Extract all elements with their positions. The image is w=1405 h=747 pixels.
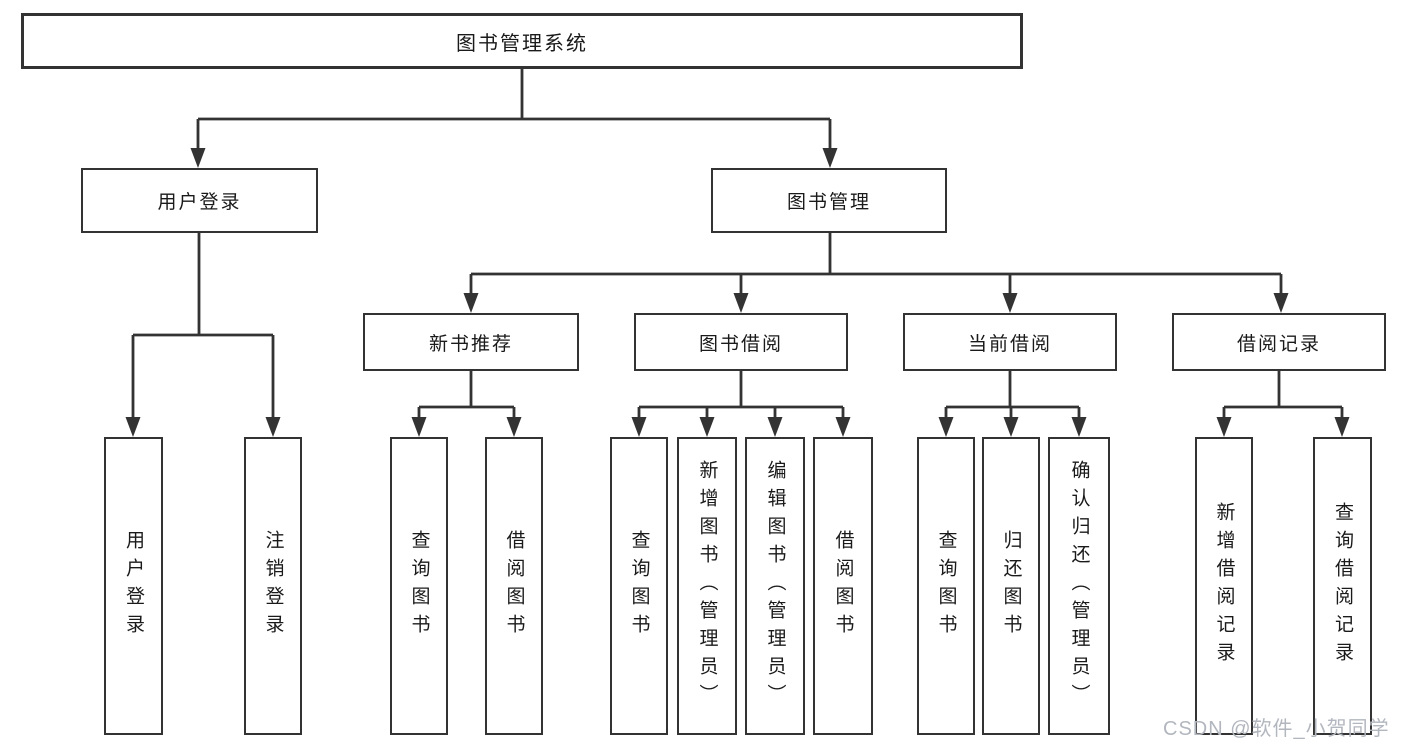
node-leaf-logout: 注销登录	[244, 437, 302, 735]
node-leaf-add-books-admin-label: 新增图书（管理员）	[696, 460, 718, 712]
node-new-book-recommend: 新书推荐	[363, 313, 579, 371]
node-leaf-query-books-current-label: 查询图书	[935, 530, 957, 642]
node-user-login: 用户登录	[81, 168, 318, 233]
node-book-borrowing-label: 图书借阅	[698, 333, 783, 355]
arrowhead-icon	[190, 148, 206, 168]
node-leaf-return-books: 归还图书	[982, 437, 1040, 735]
node-current-borrowing: 当前借阅	[903, 313, 1117, 371]
arrowhead-icon	[1002, 293, 1018, 313]
arrowhead-icon	[463, 293, 479, 313]
arrowhead-icon	[1003, 417, 1019, 437]
node-leaf-query-books-borrowing-label: 查询图书	[628, 530, 650, 642]
node-leaf-add-borrow-record: 新增借阅记录	[1195, 437, 1253, 735]
arrowhead-icon	[699, 417, 715, 437]
node-root-label: 图书管理系统	[456, 32, 588, 55]
node-leaf-edit-books-admin-label: 编辑图书（管理员）	[764, 460, 786, 712]
arrowhead-icon	[1273, 293, 1289, 313]
arrowhead-icon	[631, 417, 647, 437]
watermark: CSDN @软件_小贺同学	[1163, 718, 1390, 740]
arrowhead-icon	[411, 417, 427, 437]
node-borrowing-records-label: 借阅记录	[1236, 333, 1321, 355]
node-leaf-user-login-label: 用户登录	[123, 530, 144, 642]
node-leaf-query-borrow-record: 查询借阅记录	[1313, 437, 1372, 735]
node-leaf-query-books-newbook: 查询图书	[390, 437, 448, 735]
arrowhead-icon	[506, 417, 522, 437]
node-book-management: 图书管理	[711, 168, 947, 233]
node-book-management-label: 图书管理	[786, 192, 871, 213]
node-leaf-borrow-books-borrowing: 借阅图书	[813, 437, 873, 735]
node-leaf-logout-label: 注销登录	[262, 530, 284, 642]
connector-path	[131, 69, 1344, 421]
node-leaf-edit-books-admin: 编辑图书（管理员）	[745, 437, 805, 735]
node-leaf-add-borrow-record-label: 新增借阅记录	[1213, 502, 1235, 670]
arrowhead-icon	[125, 417, 141, 437]
node-leaf-user-login: 用户登录	[104, 437, 163, 735]
arrowhead-icon	[835, 417, 851, 437]
arrowhead-icon	[767, 417, 783, 437]
node-leaf-confirm-return-admin: 确认归还（管理员）	[1048, 437, 1110, 735]
node-leaf-borrow-books-borrowing-label: 借阅图书	[832, 530, 854, 642]
node-leaf-query-borrow-record-label: 查询借阅记录	[1332, 502, 1353, 670]
arrowhead-icon	[733, 293, 749, 313]
node-root: 图书管理系统	[21, 13, 1023, 69]
arrowhead-icon	[265, 417, 281, 437]
node-leaf-borrow-books-newbook-label: 借阅图书	[503, 530, 525, 642]
node-book-borrowing: 图书借阅	[634, 313, 848, 371]
arrowhead-icon	[1334, 417, 1350, 437]
node-new-book-recommend-label: 新书推荐	[428, 333, 513, 355]
arrowhead-icon	[1216, 417, 1232, 437]
arrowhead-icon	[822, 148, 838, 168]
node-current-borrowing-label: 当前借阅	[967, 333, 1052, 355]
node-borrowing-records: 借阅记录	[1172, 313, 1386, 371]
node-leaf-query-books-borrowing: 查询图书	[610, 437, 668, 735]
node-user-login-label: 用户登录	[157, 192, 242, 213]
node-leaf-confirm-return-admin-label: 确认归还（管理员）	[1068, 460, 1090, 712]
node-leaf-query-books-newbook-label: 查询图书	[408, 530, 430, 642]
node-leaf-borrow-books-newbook: 借阅图书	[485, 437, 543, 735]
node-leaf-add-books-admin: 新增图书（管理员）	[677, 437, 737, 735]
node-leaf-return-books-label: 归还图书	[1000, 530, 1022, 642]
arrowhead-icon	[938, 417, 954, 437]
arrowhead-icon	[1071, 417, 1087, 437]
node-leaf-query-books-current: 查询图书	[917, 437, 975, 735]
